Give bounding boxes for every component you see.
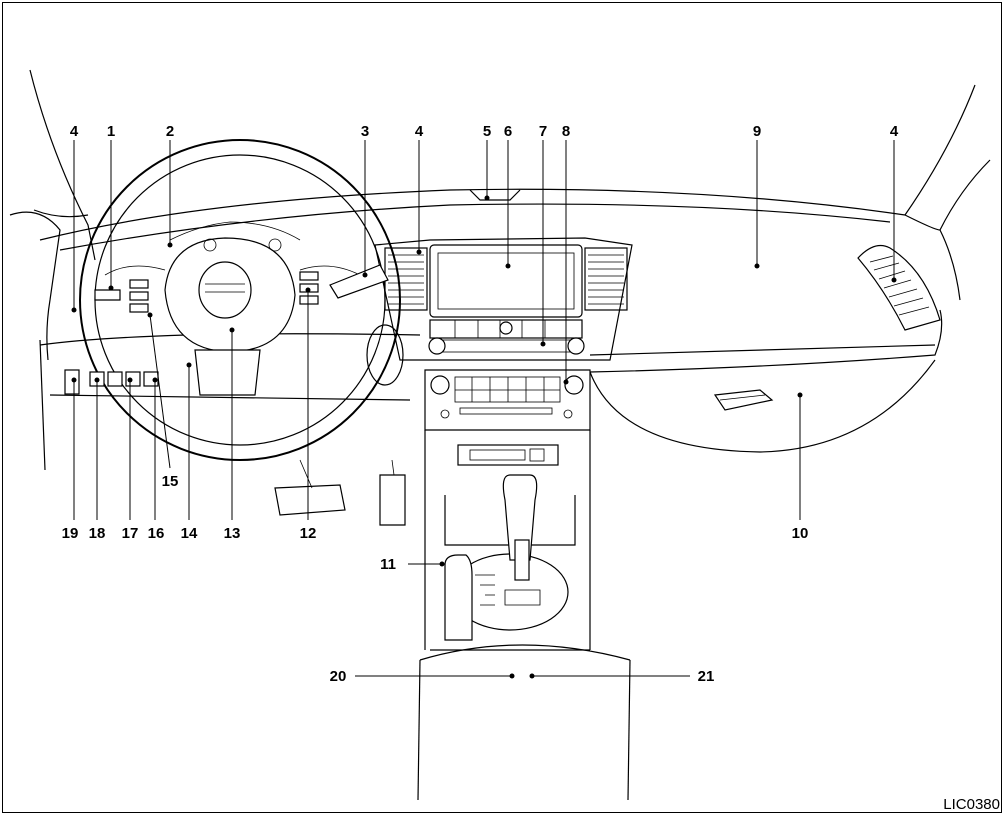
callout-4-right: 4 — [890, 123, 899, 140]
callout-21: 21 — [698, 668, 715, 685]
callout-4-left: 4 — [70, 123, 79, 140]
callout-labels: 4 1 2 3 4 5 6 7 8 9 4 19 18 17 16 15 14 … — [62, 123, 899, 685]
steering-wheel — [79, 139, 401, 461]
callout-leaders — [73, 140, 895, 677]
callout-9: 9 — [753, 123, 761, 140]
callout-8: 8 — [562, 123, 570, 140]
callout-dots — [71, 195, 897, 679]
callout-4-center: 4 — [415, 123, 424, 140]
center-vents — [384, 247, 628, 311]
callout-16: 16 — [148, 525, 165, 542]
callout-2: 2 — [166, 123, 174, 140]
callout-18: 18 — [89, 525, 106, 542]
callout-20: 20 — [330, 668, 347, 685]
callout-14: 14 — [181, 525, 198, 542]
callout-10: 10 — [792, 525, 809, 542]
callout-6: 6 — [504, 123, 512, 140]
callout-5: 5 — [483, 123, 491, 140]
pedals — [274, 459, 406, 526]
shift-lever — [451, 474, 569, 631]
dashboard-body — [39, 188, 943, 471]
left-switch-panel — [64, 369, 159, 395]
callout-13: 13 — [224, 525, 241, 542]
callout-17: 17 — [122, 525, 139, 542]
glovebox-handle — [713, 389, 774, 411]
callout-1: 1 — [107, 123, 115, 140]
callout-15: 15 — [162, 473, 179, 490]
parking-brake — [444, 554, 473, 641]
callout-19: 19 — [62, 525, 79, 542]
callout-12: 12 — [300, 525, 317, 542]
right-vent — [857, 245, 941, 331]
callout-3: 3 — [361, 123, 369, 140]
callout-11: 11 — [380, 556, 396, 573]
center-console — [417, 644, 631, 801]
callout-7: 7 — [539, 123, 547, 140]
figure-code: LIC0380 — [943, 796, 1000, 813]
a-pillars — [9, 69, 991, 361]
ignition — [366, 324, 404, 386]
center-stack — [374, 237, 633, 650]
